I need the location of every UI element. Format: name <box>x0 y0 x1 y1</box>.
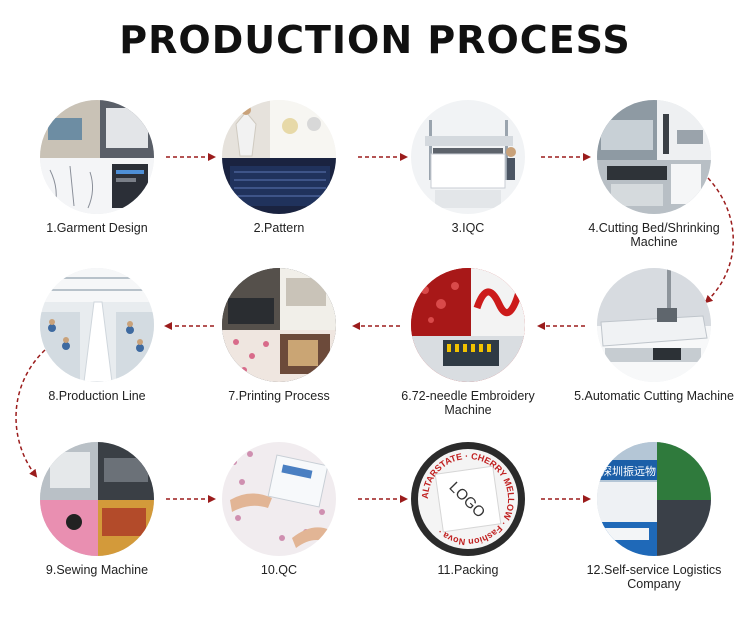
packing-icon: ALTARSTATE · CHERRY MELLOW · Fashion Nov… <box>411 442 525 556</box>
pattern-icon <box>222 100 336 214</box>
logistics-sign-text: 深圳振远物 <box>601 464 656 478</box>
step-9-label: 9.Sewing Machine <box>45 563 149 577</box>
step-3-label: 3.IQC <box>451 221 485 235</box>
qc-icon <box>222 442 336 556</box>
step-10-label: 10.QC <box>260 563 298 577</box>
step-1-label: 1.Garment Design <box>46 221 148 235</box>
sewing-machine-icon <box>40 442 154 556</box>
step-5-label: 5.Automatic Cutting Machine <box>574 389 734 403</box>
step-7-label: 7.Printing Process <box>228 389 330 403</box>
printing-icon <box>222 268 336 382</box>
step-11-label: 11.Packing <box>437 563 499 577</box>
step-12-label: 12.Self-service Logistics Company <box>586 563 722 591</box>
cutting-bed-icon <box>597 100 711 214</box>
iqc-icon <box>411 100 525 214</box>
logistics-icon: 深圳振远物 <box>597 442 711 556</box>
step-6-label: 6.72-needle Embroidery Machine <box>401 389 535 417</box>
step-2-label: 2.Pattern <box>253 221 305 235</box>
page-title: PRODUCTION PROCESS <box>119 18 631 62</box>
arrow-8-9 <box>15 349 46 478</box>
automatic-cutting-icon <box>597 268 711 382</box>
step-8-label: 8.Production Line <box>48 389 146 403</box>
embroidery-icon <box>411 268 525 382</box>
garment-design-icon <box>40 100 154 214</box>
production-line-icon <box>40 268 154 382</box>
step-4-label: 4.Cutting Bed/Shrinking Machine <box>588 221 720 249</box>
